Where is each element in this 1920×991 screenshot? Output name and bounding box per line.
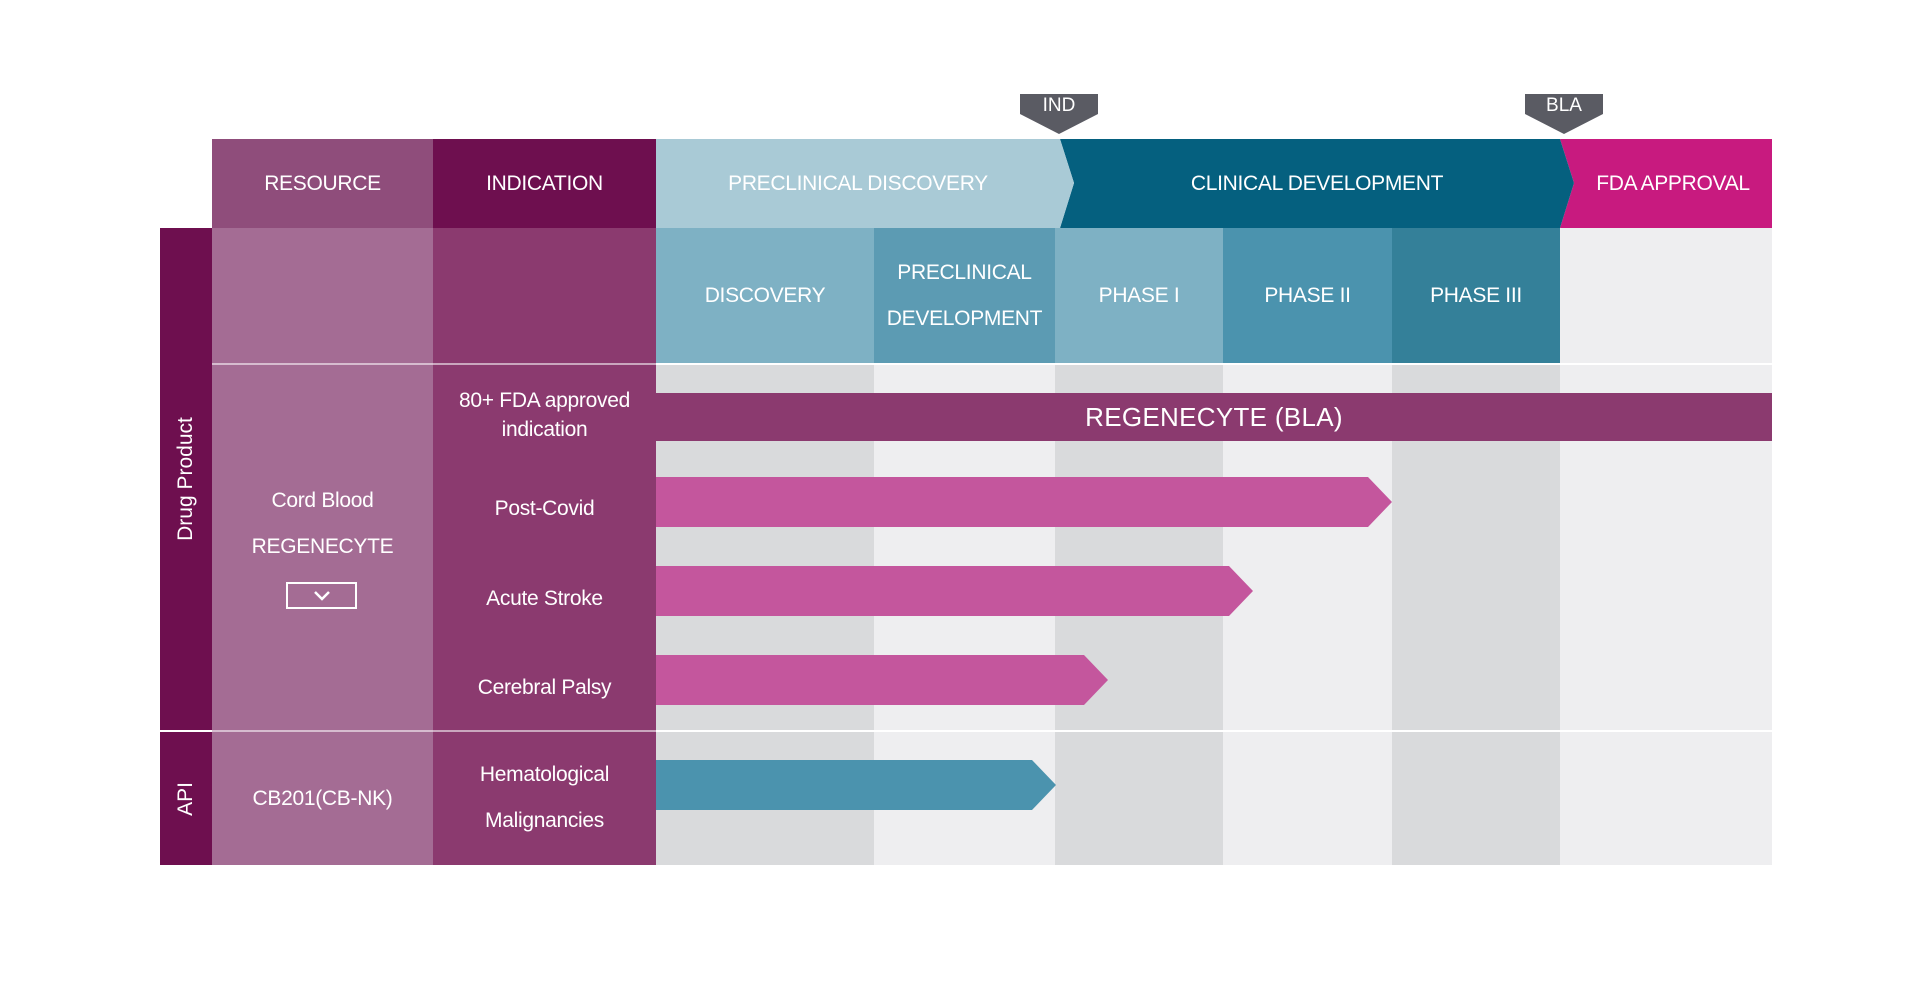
api-group: API (160, 732, 212, 865)
grid-row-separator (656, 363, 1772, 365)
hema-line1: Hematological (479, 763, 610, 786)
preclinical-discovery-header: PRECLINICAL DISCOVERY (728, 171, 988, 195)
indication-fda-approved: 80+ FDA approved indication (433, 385, 656, 445)
hema-line2: Malignancies (485, 809, 604, 832)
stage-discovery: DISCOVERY (656, 228, 874, 363)
cord-blood-label: Cord Blood (271, 489, 374, 512)
indication-column-bg (433, 228, 656, 865)
drug-product-label: Drug Product (174, 417, 198, 541)
resource-column-bg (212, 228, 433, 865)
stage-phase2: PHASE II (1223, 228, 1392, 363)
cerebral-palsy-progress-bar (656, 655, 1108, 705)
clinical-development-arrow (1060, 139, 1574, 228)
stage-preclinical-line2: DEVELOPMENT (886, 306, 1043, 330)
preclinical-discovery-arrow (656, 139, 1074, 228)
grid-row-separator-api (656, 730, 1772, 732)
stage-preclinical-line1: PRECLINICAL (897, 260, 1032, 284)
bla-milestone-label: BLA (1546, 95, 1582, 116)
fda-approval-header: FDA APPROVAL (1596, 171, 1750, 195)
indication-header: INDICATION (433, 139, 656, 228)
post-covid-progress-bar (656, 477, 1392, 527)
clinical-development-header: CLINICAL DEVELOPMENT (1190, 171, 1444, 195)
fda-approval-band (1560, 139, 1772, 228)
regenecyte-resource-label: REGENECYTE (251, 535, 394, 558)
ind-milestone-label: IND (1042, 95, 1076, 116)
stage-row-divider (212, 363, 656, 365)
bla-milestone-marker (1525, 94, 1603, 134)
hematological-progress-bar (656, 760, 1056, 810)
drug-product-group: Drug Product (160, 228, 212, 730)
chevron-down-icon (313, 591, 330, 601)
indication-post-covid: Post-Covid (494, 497, 595, 520)
api-row-divider (212, 730, 656, 732)
grid-col-fda (1560, 228, 1772, 865)
expand-toggle-button[interactable] (286, 582, 357, 609)
acute-stroke-progress-bar (656, 566, 1253, 616)
fda-approved-line1: 80+ FDA approved (459, 389, 630, 412)
resource-cord-blood: Cord Blood REGENECYTE (212, 478, 433, 570)
resource-header: RESOURCE (212, 139, 433, 228)
api-label: API (173, 781, 197, 816)
indication-hematological: Hematological Malignancies (433, 752, 656, 844)
indication-cerebral-palsy: Cerebral Palsy (477, 676, 612, 699)
group-divider (160, 730, 212, 732)
stage-phase1: PHASE I (1055, 228, 1223, 363)
phase-arrows (656, 139, 1772, 228)
indication-acute-stroke: Acute Stroke (486, 587, 603, 610)
stage-preclinical-development: PRECLINICAL DEVELOPMENT (874, 228, 1055, 363)
regenecyte-bla-bar: REGENECYTE (BLA) (656, 393, 1772, 441)
ind-milestone-marker (1020, 94, 1098, 134)
resource-cb201: CB201(CB-NK) (252, 786, 393, 810)
fda-approved-line2: indication (501, 418, 588, 441)
stage-phase3: PHASE III (1392, 228, 1560, 363)
